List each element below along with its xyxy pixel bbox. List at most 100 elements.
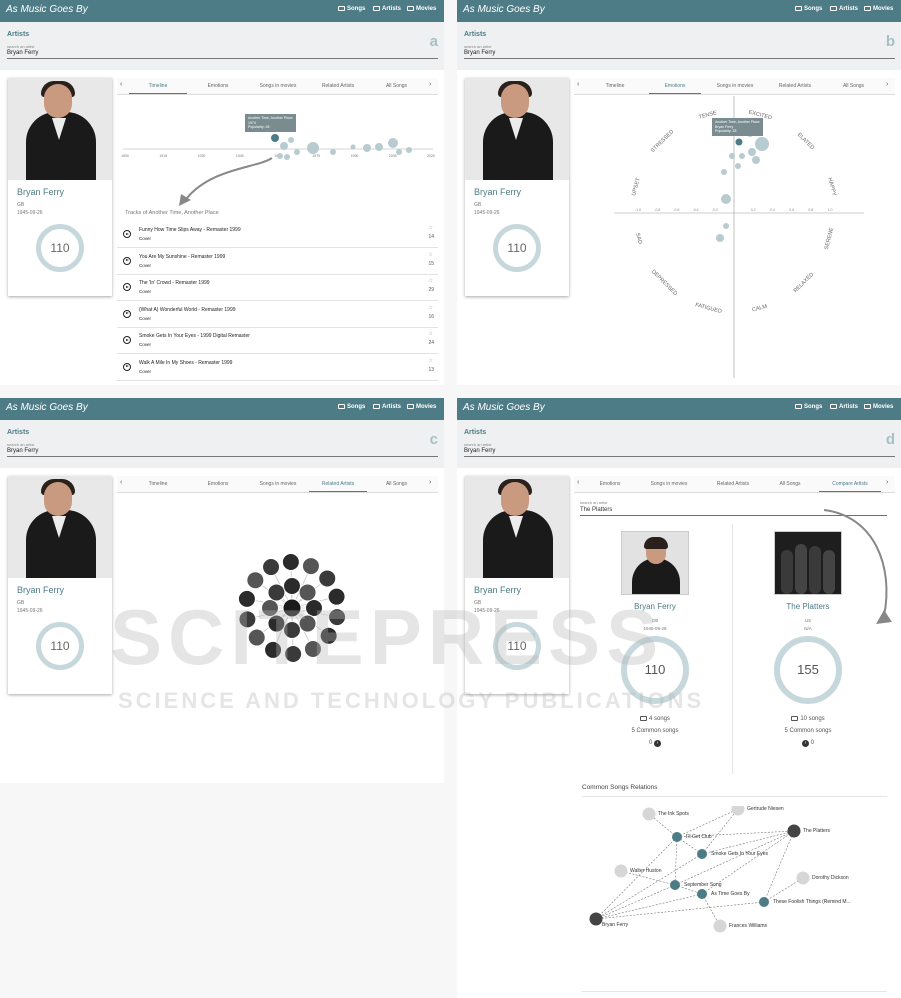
center-artist-node[interactable] bbox=[282, 598, 302, 618]
emotion-bubble[interactable] bbox=[748, 148, 756, 156]
tab-timeline[interactable]: Timeline bbox=[129, 83, 187, 94]
related-artist-node[interactable] bbox=[319, 626, 338, 645]
timeline-bubble[interactable] bbox=[406, 147, 412, 153]
related-artist-node[interactable] bbox=[283, 621, 301, 639]
compare-right-nav[interactable]: ‹ 0 bbox=[758, 740, 858, 747]
emotion-bubble[interactable] bbox=[755, 137, 769, 151]
tab-emotions[interactable]: Emotions bbox=[207, 481, 229, 487]
song-node[interactable] bbox=[697, 889, 707, 899]
timeline-bubble[interactable] bbox=[307, 142, 319, 154]
timeline-bubble[interactable] bbox=[375, 143, 383, 151]
artist-node[interactable] bbox=[642, 807, 656, 821]
timeline-bubble[interactable] bbox=[350, 144, 356, 150]
related-artist-node[interactable] bbox=[327, 587, 346, 606]
artist-node[interactable] bbox=[589, 912, 603, 926]
related-artist-node[interactable] bbox=[301, 557, 320, 576]
tab-songs-in-movies[interactable]: Songs in movies bbox=[259, 83, 297, 89]
artist-node[interactable] bbox=[614, 864, 628, 878]
emotion-bubble[interactable] bbox=[752, 156, 760, 164]
emotion-bubble[interactable] bbox=[739, 153, 745, 159]
chevron-left-icon[interactable]: ‹ bbox=[577, 479, 580, 486]
nav-movies[interactable]: Movies bbox=[864, 6, 893, 12]
artist-node[interactable] bbox=[796, 871, 810, 885]
timeline-bubble[interactable] bbox=[277, 153, 283, 159]
play-icon[interactable] bbox=[123, 230, 131, 238]
nav-songs[interactable]: Songs bbox=[795, 6, 822, 12]
timeline-bubble[interactable] bbox=[284, 154, 290, 160]
search-input[interactable]: Bryan Ferry bbox=[7, 50, 438, 59]
nav-artists[interactable]: Artists bbox=[373, 6, 401, 12]
tab-related-artists[interactable]: Related Artists bbox=[321, 83, 355, 89]
play-icon[interactable] bbox=[123, 283, 131, 291]
related-artist-node[interactable] bbox=[284, 644, 303, 663]
chevron-right-circle-icon[interactable]: › bbox=[654, 740, 661, 747]
nav-songs[interactable]: Songs bbox=[795, 404, 822, 410]
tab-all-songs[interactable]: All Songs bbox=[779, 481, 801, 487]
related-artist-node[interactable] bbox=[262, 558, 281, 577]
chevron-right-icon[interactable]: › bbox=[429, 479, 432, 486]
track-row[interactable]: Funny How Time Slips Away - Remaster 199… bbox=[117, 222, 438, 248]
tab-songs-in-movies[interactable]: Songs in movies bbox=[259, 481, 297, 487]
song-node[interactable] bbox=[672, 832, 682, 842]
emotion-bubble[interactable] bbox=[735, 163, 741, 169]
tab-all-songs[interactable]: All Songs bbox=[385, 481, 408, 487]
tab-songs-in-movies[interactable]: Songs in movies bbox=[716, 83, 754, 89]
chevron-right-icon[interactable]: › bbox=[429, 81, 432, 88]
nav-artists[interactable]: Artists bbox=[373, 404, 401, 410]
tab-all-songs[interactable]: All Songs bbox=[385, 83, 408, 89]
related-artist-node[interactable] bbox=[247, 628, 266, 647]
emotion-bubble[interactable] bbox=[716, 234, 724, 242]
timeline-bubble[interactable] bbox=[280, 142, 288, 150]
related-artist-node[interactable] bbox=[298, 583, 317, 602]
related-artist-node[interactable] bbox=[281, 553, 300, 572]
related-artist-node[interactable] bbox=[267, 614, 286, 633]
compare-left-nav[interactable]: 0 › bbox=[605, 740, 705, 747]
related-artist-node[interactable] bbox=[303, 639, 322, 658]
play-icon[interactable] bbox=[123, 309, 131, 318]
search-input[interactable]: Bryan Ferry bbox=[464, 50, 895, 59]
star-icon[interactable]: ☆ bbox=[428, 225, 433, 231]
emotion-bubble[interactable] bbox=[721, 169, 727, 175]
chevron-right-icon[interactable]: › bbox=[886, 479, 889, 486]
star-icon[interactable]: ☆ bbox=[428, 278, 433, 284]
song-node[interactable] bbox=[670, 880, 680, 890]
related-artist-node[interactable] bbox=[246, 571, 265, 590]
chevron-right-icon[interactable]: › bbox=[886, 81, 889, 88]
play-icon[interactable] bbox=[123, 256, 131, 265]
tab-timeline[interactable]: Timeline bbox=[148, 481, 168, 487]
timeline-bubble[interactable] bbox=[388, 138, 398, 148]
related-artist-node[interactable] bbox=[238, 610, 257, 629]
nav-movies[interactable]: Movies bbox=[864, 404, 893, 410]
nav-artists[interactable]: Artists bbox=[830, 404, 858, 410]
chevron-left-circle-icon[interactable]: ‹ bbox=[801, 740, 809, 747]
song-node[interactable] bbox=[759, 897, 769, 907]
tab-emotions[interactable]: Emotions bbox=[649, 83, 701, 94]
related-artist-node[interactable] bbox=[264, 640, 283, 659]
nav-songs[interactable]: Songs bbox=[338, 404, 365, 410]
nav-movies[interactable]: Movies bbox=[407, 6, 436, 12]
tab-emotions[interactable]: Emotions bbox=[599, 481, 621, 487]
related-artist-node[interactable] bbox=[328, 608, 347, 627]
tab-songs-in-movies[interactable]: Songs in movies bbox=[650, 481, 688, 487]
tab-related-artists[interactable]: Related Artists bbox=[716, 481, 750, 487]
artist-node[interactable] bbox=[787, 824, 801, 838]
track-row[interactable]: (What A) Wonderful World - Remaster 1999… bbox=[117, 302, 438, 328]
related-artist-node[interactable] bbox=[318, 569, 337, 588]
play-icon[interactable] bbox=[123, 336, 131, 344]
compare-search-input[interactable]: The Platters bbox=[580, 507, 887, 516]
timeline-bubble[interactable] bbox=[294, 149, 300, 155]
timeline-bubble[interactable] bbox=[288, 137, 294, 143]
artist-node[interactable] bbox=[731, 806, 745, 816]
star-icon[interactable]: ☆ bbox=[428, 331, 433, 337]
related-artist-node[interactable] bbox=[298, 614, 317, 633]
related-artist-node[interactable] bbox=[261, 599, 279, 617]
tab-timeline[interactable]: Timeline bbox=[605, 83, 625, 89]
timeline-bubble[interactable] bbox=[363, 144, 371, 152]
nav-songs[interactable]: Songs bbox=[338, 6, 365, 12]
tab-related-artists[interactable]: Related Artists bbox=[778, 83, 812, 89]
tab-all-songs[interactable]: All Songs bbox=[842, 83, 865, 89]
timeline-bubble-selected[interactable] bbox=[271, 134, 279, 142]
